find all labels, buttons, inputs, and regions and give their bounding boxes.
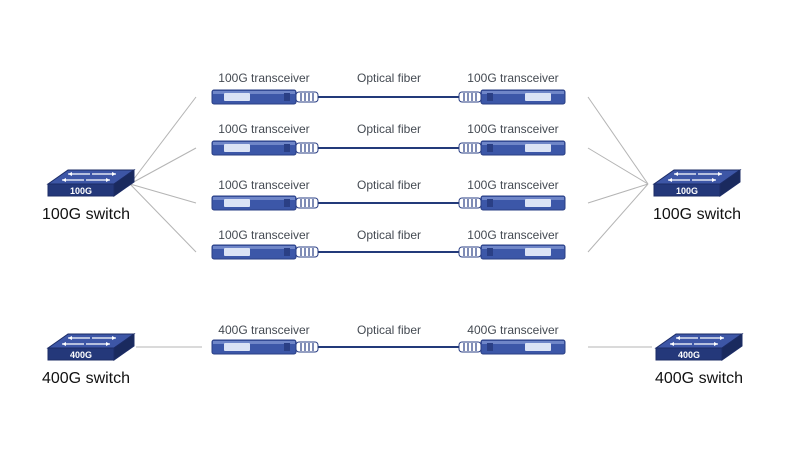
switch-badge: 400G xyxy=(70,350,92,360)
switch-icon-100g-left: 100G xyxy=(46,169,136,197)
switch-label-400g-right: 400G switch xyxy=(654,370,744,387)
right-transceiver-label: 400G transceiver xyxy=(467,323,559,337)
left-transceiver xyxy=(211,195,319,211)
left-transceiver xyxy=(211,244,319,260)
fiber-label: Optical fiber xyxy=(356,71,422,85)
switch-label-400g-left: 400G switch xyxy=(41,370,131,387)
fiber-label: Optical fiber xyxy=(356,122,422,136)
switch-link-line xyxy=(587,183,649,204)
switch-badge: 100G xyxy=(70,186,92,196)
left-transceiver-label: 100G transceiver xyxy=(218,228,310,242)
switch-icon-400g-left: 400G xyxy=(46,333,136,361)
switch-label-100g-right: 100G switch xyxy=(652,206,742,223)
switch-link-line xyxy=(129,183,197,204)
left-transceiver xyxy=(211,140,319,156)
left-transceiver-label: 100G transceiver xyxy=(218,122,310,136)
right-transceiver-label: 100G transceiver xyxy=(467,122,559,136)
right-transceiver-label: 100G transceiver xyxy=(467,71,559,85)
switch-link-line xyxy=(129,96,197,185)
switch-link-line xyxy=(587,183,649,253)
switch-link-line xyxy=(129,183,197,253)
right-transceiver-label: 100G transceiver xyxy=(467,178,559,192)
switch-icon-400g-right: 400G xyxy=(654,333,744,361)
switch-badge: 400G xyxy=(678,350,700,360)
right-transceiver xyxy=(458,195,566,211)
right-transceiver xyxy=(458,244,566,260)
switch-link-line xyxy=(587,147,649,185)
right-transceiver-label: 100G transceiver xyxy=(467,228,559,242)
fiber-label: Optical fiber xyxy=(356,323,422,337)
right-transceiver xyxy=(458,89,566,105)
left-transceiver-label: 400G transceiver xyxy=(218,323,310,337)
switch-link-line xyxy=(129,147,197,185)
left-transceiver xyxy=(211,89,319,105)
switch-icon-100g-right: 100G xyxy=(652,169,742,197)
switch-label-100g-left: 100G switch xyxy=(41,206,131,223)
right-transceiver xyxy=(458,339,566,355)
fiber-label: Optical fiber xyxy=(356,228,422,242)
right-transceiver xyxy=(458,140,566,156)
left-transceiver-label: 100G transceiver xyxy=(218,71,310,85)
fiber-label: Optical fiber xyxy=(356,178,422,192)
left-transceiver xyxy=(211,339,319,355)
left-transceiver-label: 100G transceiver xyxy=(218,178,310,192)
switch-badge: 100G xyxy=(676,186,698,196)
switch-link-line xyxy=(587,96,649,185)
